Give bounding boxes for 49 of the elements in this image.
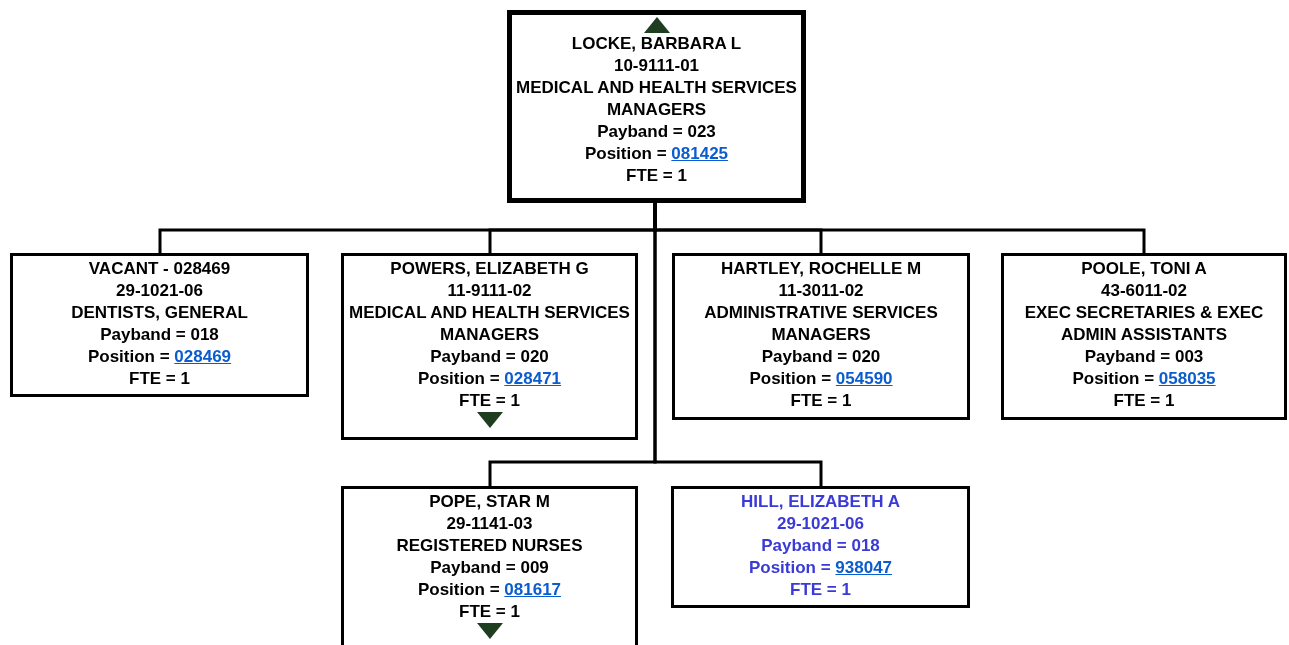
node-text: 11-3011-02	[778, 280, 864, 302]
node-text: 29-1021-06	[777, 513, 864, 535]
node-text: Payband = 023	[597, 121, 716, 143]
fte-text: FTE = 1	[790, 390, 852, 412]
node-text: 29-1021-06	[116, 280, 203, 302]
node-text: POWERS, ELIZABETH G	[390, 258, 589, 280]
fte-text: FTE = 1	[129, 368, 190, 390]
node-text: HILL, ELIZABETH A	[741, 491, 900, 513]
node-text: 29-1141-03	[446, 513, 533, 535]
position-line: Position = 081425	[584, 143, 729, 165]
fte-text: FTE = 1	[1113, 390, 1175, 412]
position-box	[671, 486, 970, 608]
fte-text: FTE = 1	[459, 390, 520, 412]
node-text: 10-9111-01	[613, 55, 700, 77]
position-line: Position = 054590	[749, 368, 893, 390]
node-text: VACANT - 028469	[88, 258, 231, 280]
node-text: Payband = 009	[430, 557, 549, 579]
node-text: ADMINISTRATIVE SERVICES MANAGERS	[703, 302, 939, 346]
position-line: Position = 938047	[748, 557, 893, 579]
fte-text: FTE = 1	[790, 579, 851, 601]
node-text: EXEC SECRETARIES & EXEC ADMIN ASSISTANTS	[1023, 302, 1265, 346]
fte-text: FTE = 1	[459, 601, 520, 623]
position-line: Position = 028469	[87, 346, 232, 368]
node-text: MEDICAL AND HEALTH SERVICES MANAGERS	[348, 302, 631, 346]
node-text: MEDICAL AND HEALTH SERVICES MANAGERS	[516, 77, 797, 121]
node-text: POPE, STAR M	[429, 491, 550, 513]
position-line: Position = 081617	[417, 579, 562, 601]
node-text: Payband = 018	[100, 324, 219, 346]
node-text: Payband = 020	[430, 346, 549, 368]
position-box	[672, 253, 970, 420]
node-text: HARTLEY, ROCHELLE M	[720, 258, 922, 280]
position-box	[507, 10, 806, 203]
position-box	[341, 253, 638, 440]
node-text: 11-9111-02	[447, 280, 532, 302]
position-box	[10, 253, 309, 397]
position-box	[1001, 253, 1287, 420]
position-line: Position = 058035	[1072, 368, 1216, 390]
position-box	[341, 486, 638, 645]
node-text: Payband = 018	[761, 535, 880, 557]
position-line: Position = 028471	[417, 368, 562, 390]
node-text: 43-6011-02	[1101, 280, 1187, 302]
node-text: LOCKE, BARBARA L	[571, 33, 742, 55]
node-text: POOLE, TONI A	[1081, 258, 1207, 280]
fte-text: FTE = 1	[626, 165, 687, 187]
connector-line	[653, 203, 823, 486]
node-text: Payband = 003	[1084, 346, 1204, 368]
node-text: REGISTERED NURSES	[396, 535, 583, 557]
node-text: Payband = 020	[761, 346, 881, 368]
node-text: DENTISTS, GENERAL	[71, 302, 248, 324]
